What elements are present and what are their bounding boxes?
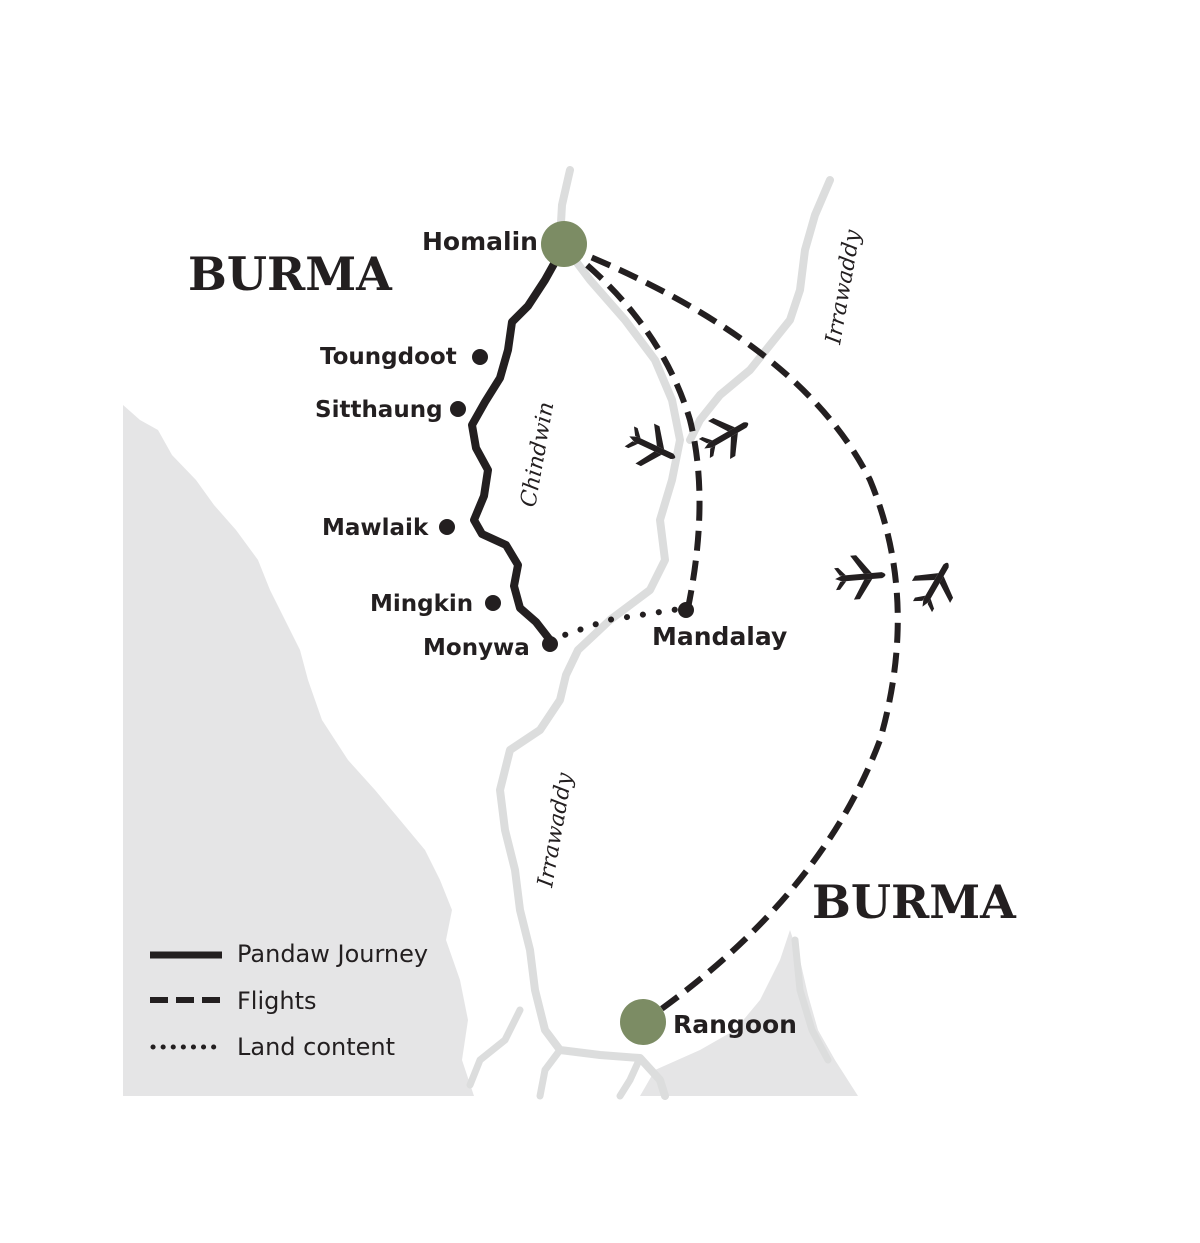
west-territory <box>123 405 474 1096</box>
stop-marker-mawlaik <box>439 519 455 535</box>
river-label-irrawaddy-south: Irrawaddy <box>533 771 578 891</box>
irrawaddy-river-delta-a <box>536 1046 564 1100</box>
legend-label-pandaw-journey: Pandaw Journey <box>237 940 428 968</box>
airplane-icon <box>903 551 967 618</box>
chindwin-river <box>496 166 684 1100</box>
hub-label-rangoon: Rangoon <box>673 1010 797 1039</box>
hub-marker-homalin <box>541 221 587 267</box>
legend-label-land-content: Land content <box>237 1033 395 1061</box>
flight-homalin-mandalay <box>562 243 703 609</box>
stop-label-sitthaung: Sitthaung <box>315 397 443 423</box>
river-label-irrawaddy-north: Irrawaddy <box>821 228 866 348</box>
east-territory <box>640 930 858 1096</box>
legend: Pandaw Journey Flights Land content <box>150 940 428 1061</box>
stop-marker-mingkin <box>485 595 501 611</box>
stop-label-mawlaik: Mawlaik <box>322 515 429 541</box>
irrawaddy-river-north <box>686 176 834 444</box>
stop-marker-sitthaung <box>450 401 466 417</box>
legend-label-flights: Flights <box>237 987 317 1015</box>
flight-homalin-rangoon <box>562 243 901 1025</box>
river-network <box>466 166 834 1100</box>
airplane-icon <box>833 552 888 602</box>
hub-marker-rangoon <box>620 999 666 1045</box>
stop-label-mandalay: Mandalay <box>652 622 787 651</box>
stop-marker-monywa <box>542 636 558 652</box>
irrawaddy-river-delta-b <box>616 1054 644 1100</box>
pandaw-journey-route <box>468 242 568 644</box>
stop-label-mingkin: Mingkin <box>370 591 473 617</box>
coast-river-east <box>791 936 832 1064</box>
stop-label-toungdoot: Toungdoot <box>320 344 457 370</box>
flight-routes <box>562 243 901 1025</box>
stop-label-monywa: Monywa <box>423 635 530 661</box>
country-label-south: BURMA <box>812 875 1017 929</box>
land-content-route <box>547 605 689 643</box>
river-label-chindwin: Chindwin <box>516 400 559 509</box>
stop-marker-mandalay <box>678 602 694 618</box>
irrawaddy-river-tributary-left <box>466 1006 524 1089</box>
hub-label-homalin: Homalin <box>422 227 538 256</box>
country-label-north: BURMA <box>188 247 393 301</box>
stop-marker-toungdoot <box>472 349 488 365</box>
